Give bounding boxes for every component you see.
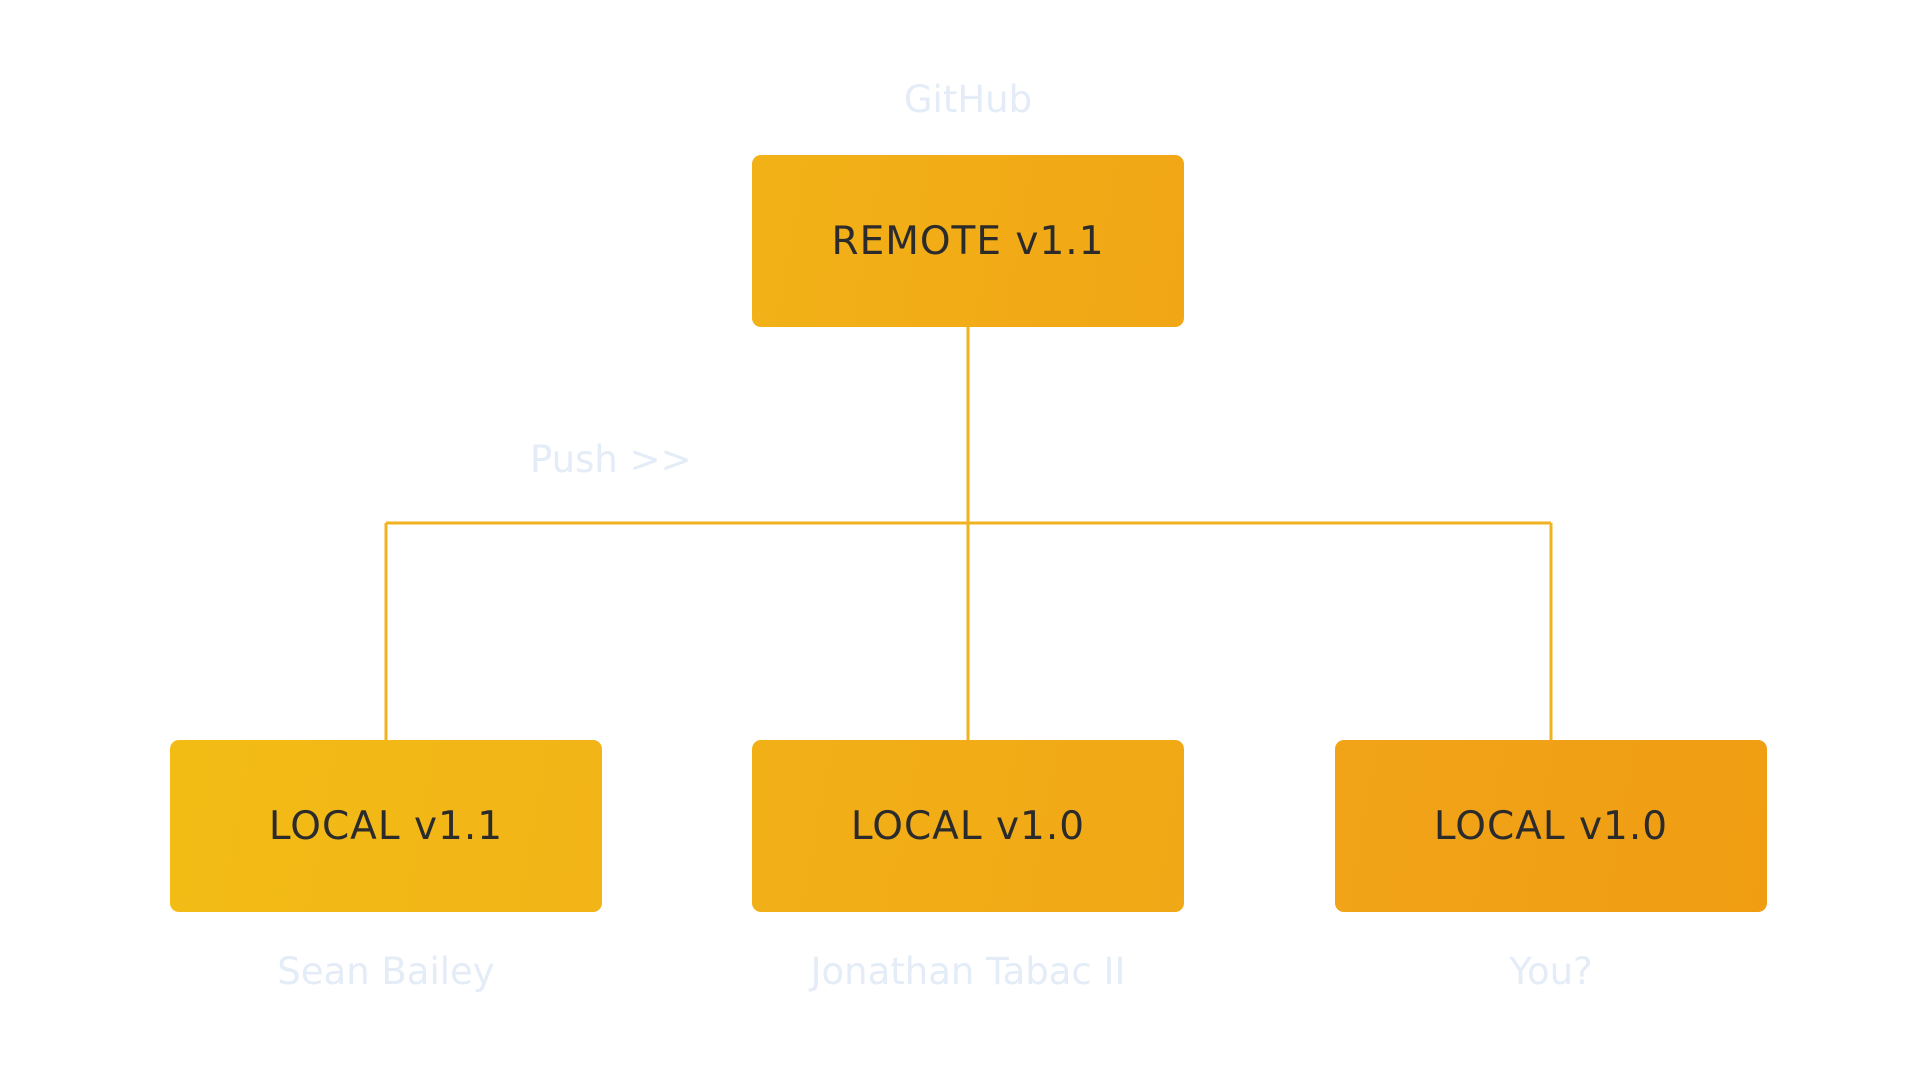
local-node-2-caption: Jonathan Tabac II (810, 950, 1126, 993)
remote-caption: GitHub (903, 78, 1033, 121)
local-node-1-label: LOCAL v1.1 (268, 803, 504, 849)
local-node-1: LOCAL v1.1 (170, 740, 602, 912)
local-node-2: LOCAL v1.0 (752, 740, 1184, 912)
remote-node: REMOTE v1.1 (752, 155, 1184, 327)
local-node-3-caption: You? (1509, 950, 1593, 993)
push-label: Push >> (530, 438, 692, 481)
local-node-3-label: LOCAL v1.0 (1433, 803, 1669, 849)
local-node-2-label: LOCAL v1.0 (850, 803, 1086, 849)
remote-node-label: REMOTE v1.1 (831, 218, 1105, 264)
local-node-3: LOCAL v1.0 (1335, 740, 1767, 912)
local-node-1-caption: Sean Bailey (277, 950, 495, 993)
